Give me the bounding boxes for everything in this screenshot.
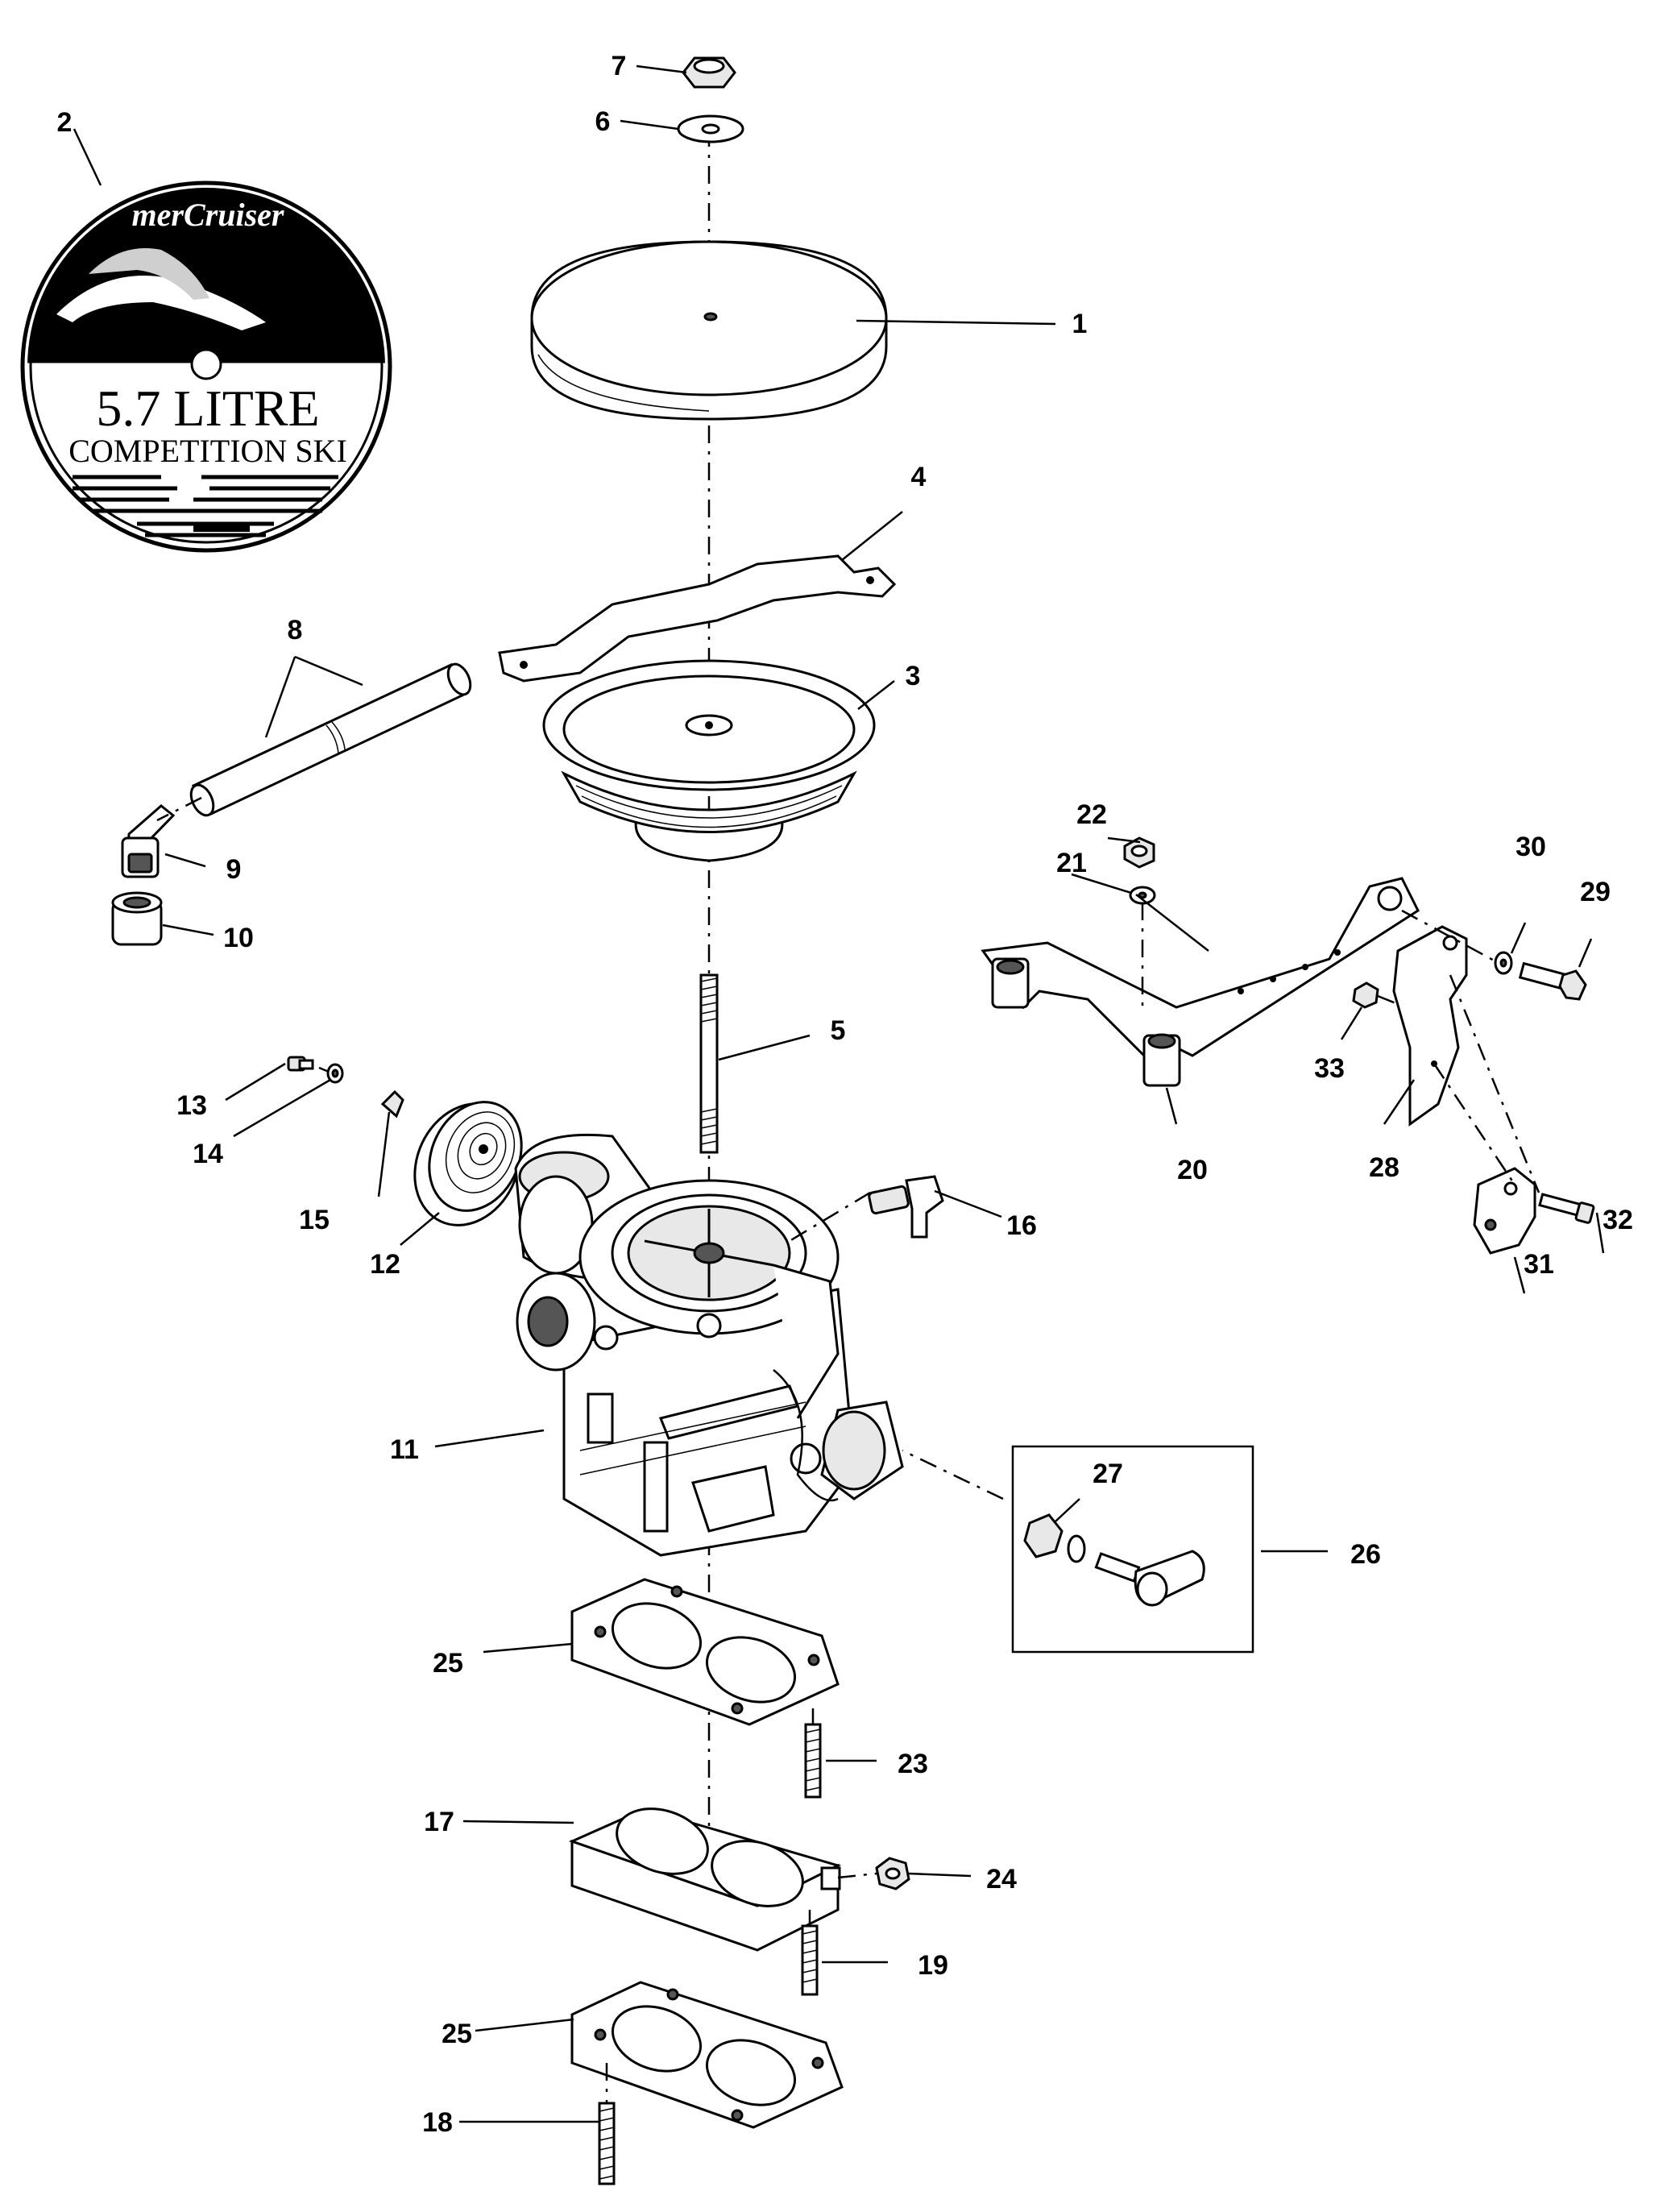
part-16-fitting [868,1175,944,1239]
callout-32: 32 [1603,1205,1633,1235]
callout-15: 15 [299,1205,330,1235]
callout-29: 29 [1580,877,1611,907]
part-13-screw [287,1056,314,1072]
callout-33: 33 [1314,1053,1345,1084]
callout-22: 22 [1076,799,1107,830]
callout-14: 14 [193,1139,223,1169]
part-19-stud [801,1924,819,1996]
part-17-spacer [568,1807,842,1952]
callout-18: 18 [422,2107,453,2138]
callout-4: 4 [911,462,927,492]
part-8-hose [189,662,472,817]
part-29-bolt [1518,961,1587,1001]
leader-lines [73,64,1605,2123]
part-26-kit-box [1011,1445,1254,1654]
part-7-nut [682,56,736,89]
part-21-washer [1129,886,1156,905]
callout-20: 20 [1177,1155,1208,1185]
part-25-upper-gasket [570,1578,840,1726]
callout-16: 16 [1006,1210,1037,1241]
part-5-stud [699,973,719,1154]
part-30-washer [1494,951,1513,975]
part-18-stud [598,2102,616,2185]
callout-5: 5 [831,1015,846,1046]
part-27-nut [1023,1513,1064,1558]
callout-27: 27 [1093,1459,1123,1489]
part-33-nut [1352,981,1379,1009]
part-3-air-cleaner-base [542,659,876,862]
part-14-washer [326,1063,344,1084]
part-6-washer [677,114,744,143]
callout-13: 13 [176,1090,207,1121]
part-31-clip [1473,1167,1536,1255]
assembly-lines [156,796,1540,2103]
callout-1: 1 [1072,309,1088,339]
callout-23: 23 [898,1749,928,1779]
decal-brand: merCruiser [132,197,284,233]
part-28-plate [1392,925,1468,1127]
part-23-stud [804,1723,822,1799]
callout-6: 6 [595,106,611,137]
callout-8: 8 [288,615,303,645]
part-20-bracket [981,877,1420,1087]
callout-25-lower: 25 [442,2019,472,2049]
part-4-bracket [498,554,897,683]
part-25-lower-gasket [570,1981,844,2129]
callout-9: 9 [226,854,242,885]
callout-30: 30 [1516,832,1546,862]
callout-28: 28 [1369,1152,1399,1183]
decal-subtitle: COMPETITION SKI [68,433,347,469]
part-24-nut [875,1857,910,1890]
decal-title: 5.7 LITRE [96,380,319,437]
callout-12: 12 [370,1249,400,1280]
callout-labels: 7 6 1 2 4 3 8 9 10 5 13 14 15 12 16 11 2… [57,51,1633,2138]
part-10-grommet [111,891,163,946]
part-22-nut [1123,836,1155,869]
callout-3: 3 [906,661,921,691]
part-32-screw [1538,1193,1595,1224]
callout-31: 31 [1524,1249,1554,1280]
callout-2: 2 [57,107,73,138]
part-12-choke-cover [413,1101,523,1226]
part-15-clip [380,1089,404,1118]
callout-7: 7 [612,51,627,81]
part-9-elbow [121,804,176,878]
callout-26: 26 [1350,1539,1381,1570]
callout-25-upper: 25 [433,1648,463,1679]
callout-24: 24 [986,1864,1017,1895]
callout-10: 10 [223,923,254,953]
callout-17: 17 [424,1807,454,1837]
part-1-air-cleaner-cover [530,240,888,421]
callout-21: 21 [1056,848,1087,878]
callout-11: 11 [390,1434,419,1465]
part-11-carburetor [514,1133,904,1557]
part-2-decal: merCruiser 5.7 LITRE COMPETITION SKI [20,181,392,553]
decal-fine-print [73,475,338,537]
callout-19: 19 [918,1950,948,1981]
